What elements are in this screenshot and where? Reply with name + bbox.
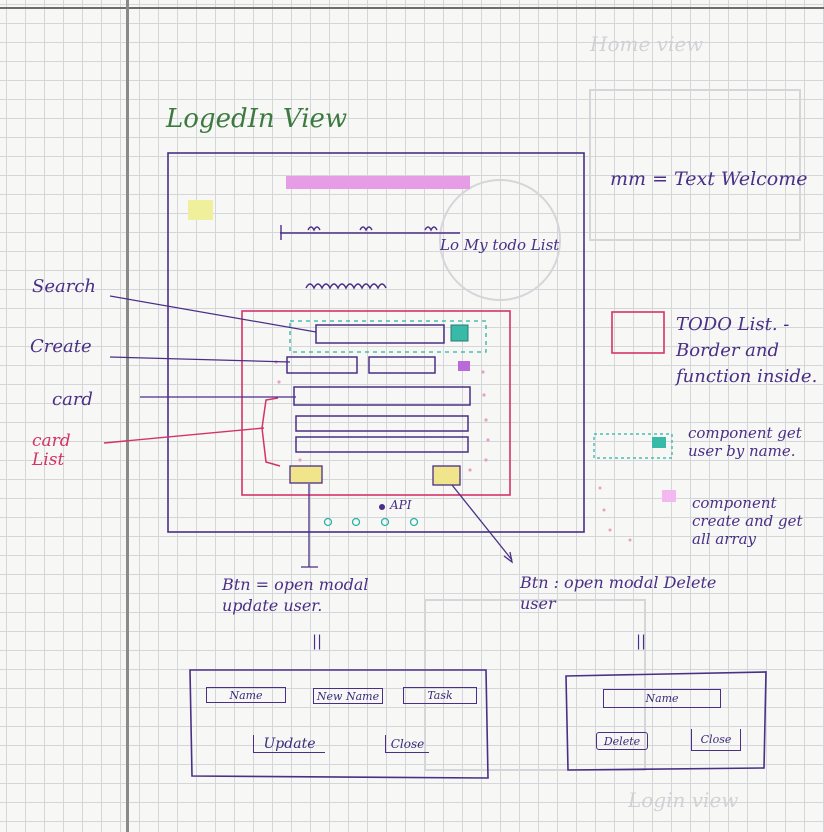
search-input-sketch [315,324,445,344]
create-input-1 [286,356,358,374]
welcome-squiggle [280,225,438,240]
create-button-sketch [458,361,470,371]
update-modal-new-name-field[interactable]: New Name [313,688,383,704]
delete-modal-name-field[interactable]: Name [603,689,721,708]
card-row-1 [293,386,471,406]
update-modal-outline [189,669,489,779]
todo-container [241,310,511,496]
card-list-bracket [261,397,281,467]
note-component-get: component get user by name. [688,424,802,460]
note-todo-list: TODO List. - Border and function inside. [676,314,818,387]
note-update-arrow: || [312,632,323,650]
faint-home-view-text: Home view [590,32,704,56]
note-delete-arrow: || [636,632,647,650]
paper-top-line [0,7,824,9]
label-search: Search [32,276,96,297]
delete-btn-sketch [432,465,461,486]
update-modal-close-button[interactable]: Close [385,735,429,753]
legend-search-button [652,437,666,448]
legend-red-box [611,311,665,354]
mytodo-note: Lo My todo List [440,236,560,254]
note-text-welcome: mm = Text Welcome [610,168,808,190]
delete-modal-close-button[interactable]: Close [691,729,741,751]
update-modal-update-button[interactable]: Update [253,735,325,753]
delete-modal-delete-button[interactable]: Delete [596,732,648,750]
legend-search-widget [593,433,673,459]
faint-circle [439,179,561,301]
legend-create-mark [662,490,676,502]
update-modal-task-field[interactable]: Task [403,687,477,704]
header-bar [286,176,470,189]
faint-box [589,89,801,241]
card-list-connector [103,427,265,444]
update-modal-name-field[interactable]: Name [206,687,286,703]
delete-connector [451,484,513,561]
faint-yellow-mark [188,200,213,220]
note-component-create: component create and get all array [692,494,803,548]
label-card: card [52,389,93,410]
api-dot [379,504,385,510]
faint-box-2 [424,599,646,771]
card-row-2 [295,415,469,432]
label-card-list: card List [32,431,71,470]
create-connector [109,356,291,363]
page-title: LogedIn View [166,104,348,134]
subtitle-squiggle [305,283,387,290]
paper-margin-line [126,0,129,832]
note-update-button: Btn = open modal update user. [222,575,369,615]
card-row-3 [295,436,469,453]
frame-outline [167,152,585,533]
faint-login-view-text: Login view [628,788,739,812]
pagination-dots [323,517,419,527]
search-connector [109,295,317,333]
note-delete-button: Btn : open modal Delete user [520,573,717,613]
label-create: Create [30,336,92,357]
search-area [289,320,487,353]
api-label: API [390,498,412,512]
create-input-2 [368,356,436,374]
update-btn-sketch [289,465,323,484]
search-button-sketch [450,324,469,342]
delete-modal-outline [565,671,767,771]
